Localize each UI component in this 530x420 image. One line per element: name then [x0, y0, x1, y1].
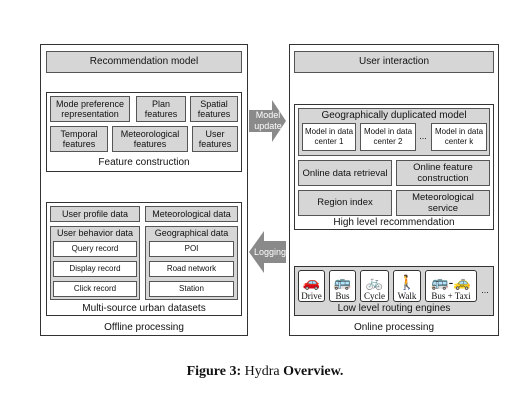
station-box: Station: [149, 281, 234, 297]
online-processing-title: Online processing: [353, 321, 435, 333]
bus-taxi-icon: 🚌-🚕: [431, 274, 471, 290]
mode-drive: 🚗 Drive: [298, 270, 325, 302]
geo-duplicated-model-label: Geographically duplicated model: [321, 109, 467, 121]
caption-title: Overview.: [283, 364, 344, 379]
walk-icon: 🚶: [398, 274, 416, 290]
offline-processing-title: Offline processing: [104, 321, 184, 333]
online-data-retrieval-box: Online data retrieval: [298, 160, 392, 186]
low-level-label: Low level routing engines: [337, 303, 451, 314]
car-icon: 🚗: [302, 274, 321, 290]
multi-source-label: Multi-source urban datasets: [82, 302, 206, 314]
query-record-box: Query record: [53, 241, 137, 257]
high-level-label: High level recommendation: [333, 217, 455, 228]
model-dots: ...: [419, 131, 427, 141]
model-dc2-box: Model in data center 2: [360, 123, 416, 151]
model-dc1-box: Model in data center 1: [302, 123, 356, 151]
mode-label: Cycle: [364, 291, 385, 301]
figure-caption: Figure 3: Hydra Overview.: [0, 364, 530, 382]
bus-icon: 🚌: [333, 274, 352, 290]
caption-name: Hydra: [244, 364, 280, 379]
mode-label: Walk: [397, 291, 417, 301]
road-network-box: Road network: [149, 261, 234, 277]
user-behavior-data-label: User behavior data: [56, 228, 134, 238]
caption-label: Figure 3:: [186, 364, 242, 379]
plan-features-box: Plan features: [136, 96, 186, 122]
feature-construction-label: Feature construction: [98, 156, 190, 168]
model-update-arrow: [249, 100, 286, 142]
mode-walk: 🚶 Walk: [393, 270, 421, 302]
online-feature-construction-box: Online feature construction: [396, 160, 490, 186]
display-record-box: Display record: [53, 261, 137, 277]
route-generation-label-2: Route generation: [427, 243, 465, 261]
model-update-label: Model update: [254, 110, 282, 131]
meteorological-data-box: Meteorological data: [145, 206, 238, 222]
logging-label: Logging: [253, 247, 287, 257]
recommendation-model-box: Recommendation model: [46, 51, 242, 73]
click-record-box: Click record: [53, 281, 137, 297]
model-dck-box: Model in data center k: [431, 123, 487, 151]
logging-arrow: [249, 231, 286, 273]
route-generation-label-1: Route generation: [319, 243, 357, 261]
mode-bus-taxi: 🚌-🚕 Bus + Taxi: [425, 270, 477, 302]
region-index-box: Region index: [298, 190, 392, 216]
mode-preference-box: Mode preference representation: [50, 96, 130, 122]
mode-label: Bus: [335, 291, 350, 301]
mode-label: Drive: [301, 291, 322, 301]
user-interaction-box: User interaction: [294, 51, 494, 73]
modes-more: ...: [481, 285, 489, 295]
mode-cycle: 🚲 Cycle: [360, 270, 389, 302]
spatial-features-box: Spatial features: [190, 96, 238, 122]
meteorological-service-box: Meteorological service: [396, 190, 490, 216]
temporal-features-box: Temporal features: [50, 126, 108, 152]
bicycle-icon: 🚲: [365, 274, 384, 290]
mode-label: Bus + Taxi: [431, 291, 471, 301]
geographical-data-label: Geographical data: [154, 228, 229, 238]
user-features-box: User features: [192, 126, 238, 152]
poi-box: POI: [149, 241, 234, 257]
mode-bus: 🚌 Bus: [329, 270, 356, 302]
data-integration-label: Data integration: [103, 182, 175, 194]
meteorological-features-box: Meteorological features: [112, 126, 188, 152]
user-profile-data-box: User profile data: [50, 206, 140, 222]
